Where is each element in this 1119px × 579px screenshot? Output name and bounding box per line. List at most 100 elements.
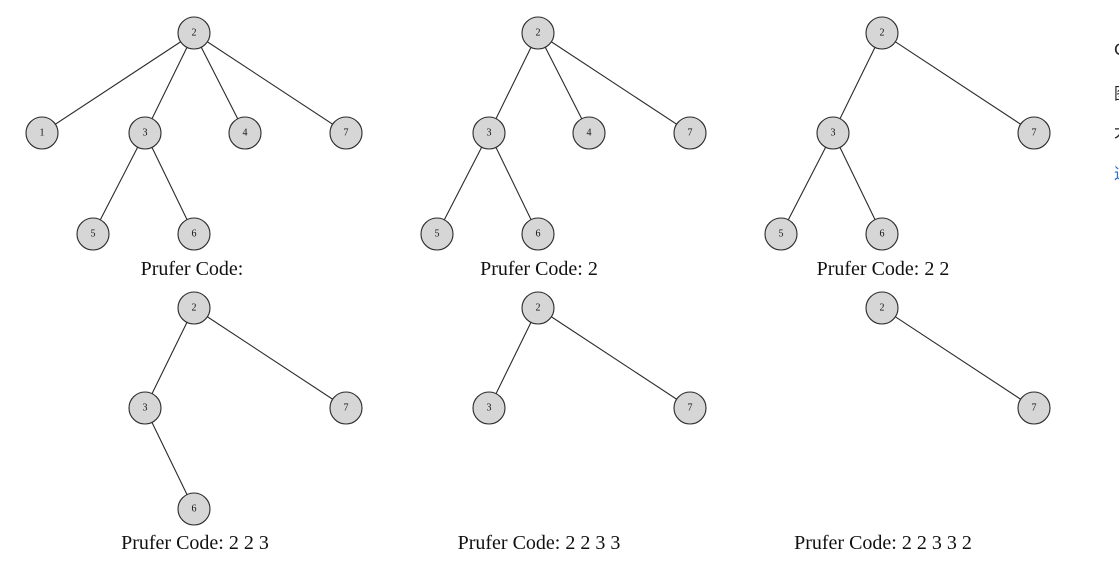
tree-node-7: 7 (1017, 116, 1051, 150)
node-circle (177, 16, 211, 50)
node-circle (764, 217, 798, 251)
node-label: 2 (192, 303, 197, 314)
node-circle (865, 291, 899, 325)
node-label: 4 (587, 128, 592, 139)
node-label: 5 (91, 229, 96, 240)
node-circle (329, 391, 363, 425)
tree-node-7: 7 (329, 116, 363, 150)
node-label: 2 (536, 28, 541, 39)
node-circle (521, 291, 555, 325)
node-label: 5 (435, 229, 440, 240)
node-circle (177, 492, 211, 526)
node-label: 7 (1032, 403, 1037, 414)
node-circle (128, 116, 162, 150)
tree-node-6: 6 (521, 217, 555, 251)
edge-2-7 (537, 32, 691, 134)
prufer-code-caption: Prufer Code: (141, 258, 244, 280)
node-circle (816, 116, 850, 150)
edge-2-3 (144, 32, 195, 134)
tree-node-5: 5 (420, 217, 454, 251)
node-label: 2 (192, 28, 197, 39)
tree-node-2: 2 (521, 291, 555, 325)
node-circle (329, 116, 363, 150)
edge-2-7 (537, 307, 691, 409)
node-label: 3 (143, 403, 148, 414)
node-circle (521, 16, 555, 50)
tree-node-1: 1 (25, 116, 59, 150)
edge-2-7 (193, 307, 347, 409)
tree-node-6: 6 (177, 217, 211, 251)
node-label: 3 (487, 128, 492, 139)
node-label: 6 (192, 504, 197, 515)
edge-3-6 (144, 132, 195, 235)
node-label: 6 (536, 229, 541, 240)
node-label: 7 (688, 128, 693, 139)
node-label: 3 (487, 403, 492, 414)
side-text-line-2: 图 (1114, 80, 1119, 104)
node-label: 1 (40, 128, 45, 139)
tree-node-2: 2 (521, 16, 555, 50)
edge-2-3 (488, 307, 539, 409)
node-label: 2 (880, 303, 885, 314)
node-circle (1017, 391, 1051, 425)
tree-node-5: 5 (764, 217, 798, 251)
node-circle (572, 116, 606, 150)
node-circle (673, 116, 707, 150)
tree-node-2: 2 (865, 291, 899, 325)
node-circle (472, 391, 506, 425)
prufer-code-caption: Prufer Code: 2 2 3 3 2 (794, 532, 972, 554)
edge-2-4 (537, 32, 590, 134)
node-label: 3 (831, 128, 836, 139)
tree-node-3: 3 (816, 116, 850, 150)
prufer-code-caption: Prufer Code: 2 2 (817, 258, 950, 280)
node-circle (128, 391, 162, 425)
node-label: 2 (536, 303, 541, 314)
prufer-code-caption: Prufer Code: 2 2 3 (121, 532, 269, 554)
tree-node-7: 7 (329, 391, 363, 425)
edge-2-1 (41, 32, 195, 134)
node-circle (228, 116, 262, 150)
node-label: 7 (1032, 128, 1037, 139)
edge-2-3 (488, 32, 539, 134)
tree-node-4: 4 (572, 116, 606, 150)
tree-node-3: 3 (472, 391, 506, 425)
edge-2-4 (193, 32, 246, 134)
tree-node-3: 3 (128, 116, 162, 150)
side-text-line-3: 大 (1114, 118, 1119, 142)
edge-2-7 (881, 32, 1035, 134)
tree-node-2: 2 (865, 16, 899, 50)
tree-node-2: 2 (177, 16, 211, 50)
node-circle (865, 16, 899, 50)
node-circle (472, 116, 506, 150)
node-circle (76, 217, 110, 251)
tree-node-3: 3 (128, 391, 162, 425)
edge-2-3 (144, 307, 195, 409)
node-circle (177, 291, 211, 325)
tree-node-5: 5 (76, 217, 110, 251)
edge-2-3 (832, 32, 883, 134)
tree-node-7: 7 (673, 391, 707, 425)
edge-3-5 (780, 132, 834, 235)
prufer-code-caption: Prufer Code: 2 2 3 3 (458, 532, 621, 554)
tree-node-6: 6 (177, 492, 211, 526)
tree-node-4: 4 (228, 116, 262, 150)
node-circle (25, 116, 59, 150)
node-label: 6 (880, 229, 885, 240)
node-circle (673, 391, 707, 425)
side-text-link[interactable]: 这 (1114, 160, 1119, 184)
edge-3-6 (144, 407, 195, 510)
tree-node-6: 6 (865, 217, 899, 251)
edge-3-5 (436, 132, 490, 235)
edge-2-7 (881, 307, 1035, 409)
tree-node-7: 7 (673, 116, 707, 150)
tree-node-3: 3 (472, 116, 506, 150)
node-circle (420, 217, 454, 251)
tree-node-7: 7 (1017, 391, 1051, 425)
node-label: 4 (243, 128, 248, 139)
